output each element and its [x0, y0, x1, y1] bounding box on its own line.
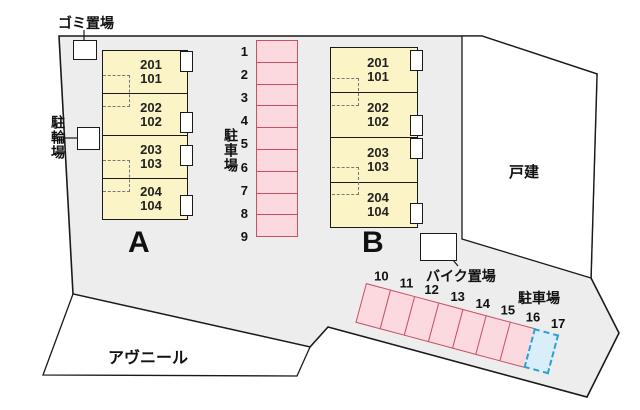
- unit-b4: 204 104: [331, 183, 417, 227]
- parking-stall-2: [256, 61, 298, 85]
- closet-dashed-outline: [103, 75, 130, 107]
- parking-stall-9: [256, 214, 298, 238]
- bicycle-parking-label: 駐輪場: [50, 115, 66, 160]
- stair-box: [410, 138, 423, 159]
- stair-box: [410, 50, 423, 71]
- stall-number: 8: [240, 205, 248, 221]
- stair-box: [410, 115, 423, 136]
- avenir-area: [42, 293, 311, 377]
- stall-number: 13: [450, 289, 465, 305]
- room-number: 202: [367, 100, 389, 115]
- room-number: 201: [367, 55, 389, 70]
- parking-stall-3: [256, 83, 298, 107]
- unit-a2: 202 102: [103, 94, 187, 136]
- room-number: 104: [140, 198, 162, 213]
- stair-box: [410, 203, 423, 224]
- stall-number: 16: [525, 309, 541, 325]
- garbage-label: ゴミ置場: [58, 15, 114, 31]
- bike-parking-label: バイク置場: [426, 268, 496, 284]
- bike-parking-box: [420, 233, 457, 261]
- room-number: 101: [367, 69, 389, 84]
- unit-a4: 204 104: [103, 179, 187, 219]
- parking-stall-8: [256, 192, 298, 216]
- stall-number: 10: [374, 268, 389, 284]
- stair-box: [180, 145, 193, 166]
- room-number: 102: [367, 114, 389, 129]
- kodate-area: [461, 35, 598, 279]
- garbage-box: [73, 40, 97, 60]
- closet-dashed-outline: [332, 78, 359, 106]
- parking-middle-numbers: 1 2 3 4 5 6 7 8 9: [230, 40, 248, 248]
- stair-box: [180, 112, 193, 133]
- room-number: 203: [140, 142, 162, 157]
- room-number: 204: [140, 184, 162, 199]
- closet-dashed-outline: [332, 167, 359, 195]
- parking-stall-1: [256, 40, 298, 64]
- room-number: 102: [140, 113, 162, 129]
- room-number: 103: [140, 156, 162, 171]
- stall-number: 7: [240, 182, 248, 198]
- unit-b2: 202 102: [331, 93, 417, 138]
- unit-b1: 201 101: [331, 48, 417, 93]
- stall-number: 9: [240, 228, 248, 244]
- room-number: 202: [140, 99, 162, 115]
- room-number: 103: [367, 159, 389, 174]
- kodate-label: 戸建: [508, 164, 539, 181]
- building-a-label: A: [128, 226, 150, 259]
- stall-number: 5: [240, 136, 248, 152]
- bicycle-parking-box: [77, 127, 100, 150]
- parking-middle-stalls: [256, 40, 298, 238]
- stall-number: 14: [475, 295, 490, 311]
- stall-number: 2: [240, 67, 248, 83]
- room-number: 101: [140, 71, 162, 86]
- stall-number: 1: [240, 44, 248, 60]
- stall-number: 6: [240, 159, 248, 175]
- parking-stall-5: [256, 127, 298, 151]
- parking-stall-4: [256, 105, 298, 129]
- closet-dashed-outline: [103, 160, 130, 192]
- stall-number: 4: [240, 113, 248, 129]
- parking-stall-6: [256, 148, 298, 173]
- building-b-label: B: [362, 226, 384, 259]
- avenir-label: アヴニール: [107, 350, 188, 367]
- stair-box: [180, 51, 193, 72]
- stall-number: 3: [240, 90, 248, 106]
- room-number: 201: [140, 57, 162, 72]
- room-number: 104: [367, 204, 389, 219]
- stair-box: [180, 195, 193, 216]
- unit-a1: 201 101: [103, 51, 187, 94]
- building-b: 201 101 202 102 203 103 204 104: [330, 47, 418, 228]
- unit-a3: 203 103: [103, 136, 187, 179]
- stall-number: 17: [551, 316, 566, 332]
- stall-number: 12: [424, 282, 440, 298]
- parking-middle-label: 駐車場: [223, 128, 239, 173]
- parking-bottom-label: 駐車場: [518, 290, 560, 306]
- room-number: 203: [367, 145, 389, 160]
- stall-number: 11: [399, 275, 414, 291]
- stall-number: 15: [500, 302, 516, 318]
- room-number: 204: [367, 190, 389, 205]
- unit-b3: 203 103: [331, 138, 417, 183]
- parking-stall-7: [256, 170, 298, 194]
